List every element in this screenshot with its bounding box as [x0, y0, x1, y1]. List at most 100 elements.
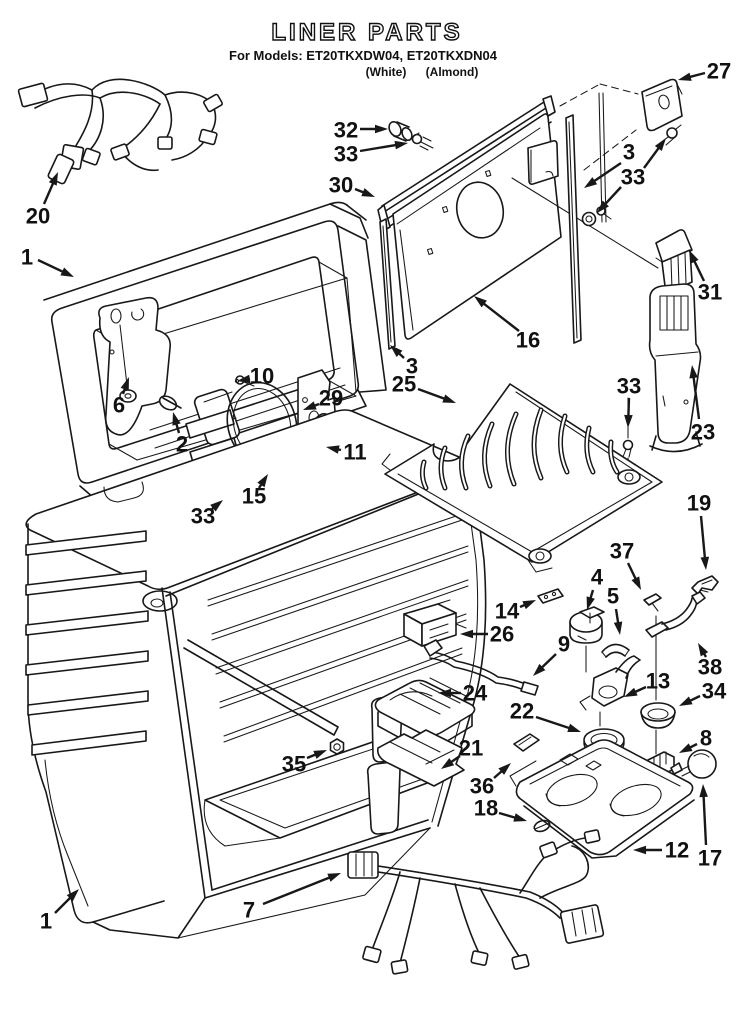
- callout-10: 10: [237, 364, 274, 389]
- part-vented-shelf-25: [381, 383, 663, 573]
- callout-33: 33: [191, 500, 223, 529]
- callout-32: 32: [334, 118, 388, 143]
- part-wire-harness-bottom: [347, 829, 605, 975]
- svg-text:3: 3: [406, 354, 418, 379]
- part-plate-14: [537, 588, 564, 604]
- callout-25: 25: [392, 372, 456, 403]
- part-light-housing-12: [509, 739, 695, 859]
- svg-text:21: 21: [459, 736, 483, 761]
- callout-27: 27: [678, 59, 731, 84]
- svg-text:24: 24: [463, 681, 488, 706]
- svg-text:34: 34: [702, 679, 727, 704]
- callout-17: 17: [698, 784, 722, 871]
- callout-30: 30: [329, 173, 375, 198]
- svg-text:20: 20: [26, 204, 50, 229]
- svg-text:36: 36: [470, 774, 494, 799]
- callout-24: 24: [438, 681, 488, 706]
- callout-1: 1: [21, 245, 74, 277]
- part-bracket-arm-38: [645, 591, 706, 638]
- callout-34: 34: [679, 679, 727, 706]
- part-clip-19: [691, 575, 719, 595]
- part-screw-33-top: [411, 132, 434, 151]
- callout-13: 13: [624, 669, 670, 697]
- callout-29: 29: [303, 386, 343, 411]
- part-evaporator-cover: [377, 83, 659, 340]
- callout-36: 36: [470, 763, 511, 799]
- svg-text:16: 16: [516, 328, 540, 353]
- callout-1: 1: [40, 889, 79, 934]
- callout-7: 7: [243, 873, 341, 923]
- callout-6: 6: [113, 377, 129, 418]
- part-freezer-bracket: [98, 296, 172, 436]
- svg-text:14: 14: [495, 599, 520, 624]
- callout-20: 20: [26, 172, 58, 229]
- svg-text:27: 27: [707, 59, 731, 84]
- part-wire-9: [423, 639, 539, 696]
- svg-text:4: 4: [591, 565, 604, 590]
- callout-21: 21: [441, 736, 483, 769]
- callout-15: 15: [242, 474, 268, 509]
- svg-text:26: 26: [490, 622, 514, 647]
- callout-23: 23: [689, 365, 715, 445]
- svg-text:23: 23: [691, 420, 715, 445]
- callout-38: 38: [698, 643, 722, 680]
- svg-text:25: 25: [392, 372, 416, 397]
- part-fill-bracket-13: [579, 655, 641, 727]
- page-title: LINER PARTS: [271, 19, 462, 46]
- svg-text:8: 8: [700, 726, 712, 751]
- svg-text:13: 13: [646, 669, 670, 694]
- callout-9: 9: [533, 632, 570, 676]
- callout-19: 19: [687, 491, 711, 570]
- callout-31: 31: [689, 250, 722, 305]
- callout-33: 33: [597, 138, 666, 213]
- callout-35: 35: [282, 750, 327, 777]
- callout-4: 4: [586, 565, 604, 610]
- svg-text:2: 2: [176, 432, 188, 457]
- callout-33: 33: [617, 374, 641, 428]
- part-control-box-26: [403, 599, 467, 647]
- svg-text:22: 22: [510, 699, 534, 724]
- svg-text:33: 33: [617, 374, 641, 399]
- svg-text:33: 33: [621, 165, 645, 190]
- callout-12: 12: [633, 838, 689, 863]
- svg-text:9: 9: [558, 632, 570, 657]
- callout-5: 5: [607, 584, 623, 635]
- callout-2: 2: [172, 412, 188, 457]
- callout-26: 26: [460, 622, 514, 647]
- svg-text:32: 32: [334, 118, 358, 143]
- part-clip-5: [601, 643, 630, 658]
- callout-33: 33: [334, 140, 408, 167]
- callout-37: 37: [610, 539, 641, 590]
- svg-text:31: 31: [698, 280, 722, 305]
- callout-22: 22: [510, 699, 581, 732]
- svg-text:3: 3: [623, 140, 635, 165]
- svg-text:37: 37: [610, 539, 634, 564]
- part-light-bulb-17: [670, 749, 717, 779]
- svg-text:18: 18: [474, 796, 498, 821]
- callout-14: 14: [495, 599, 536, 624]
- part-wire-harness-top: [17, 78, 223, 185]
- callout-3: 3: [584, 140, 635, 188]
- svg-text:19: 19: [687, 491, 711, 516]
- svg-text:1: 1: [40, 909, 52, 934]
- part-cup-34: [640, 702, 676, 729]
- part-plug-32: [388, 121, 413, 142]
- callout-16: 16: [474, 296, 540, 353]
- part-thermostat-4: [569, 606, 605, 673]
- callout-3: 3: [390, 345, 418, 379]
- part-damper-31: [655, 229, 693, 295]
- svg-text:10: 10: [250, 364, 274, 389]
- svg-text:38: 38: [698, 655, 722, 680]
- svg-text:30: 30: [329, 173, 353, 198]
- svg-text:11: 11: [343, 440, 366, 465]
- part-air-tower-23: [648, 283, 703, 453]
- svg-text:5: 5: [607, 584, 619, 609]
- part-trim-strip-right: [565, 114, 582, 344]
- svg-text:6: 6: [113, 393, 125, 418]
- finish-white-label: (White): [366, 65, 407, 79]
- part-trim-strip-left: [379, 218, 396, 350]
- callout-8: 8: [679, 726, 712, 753]
